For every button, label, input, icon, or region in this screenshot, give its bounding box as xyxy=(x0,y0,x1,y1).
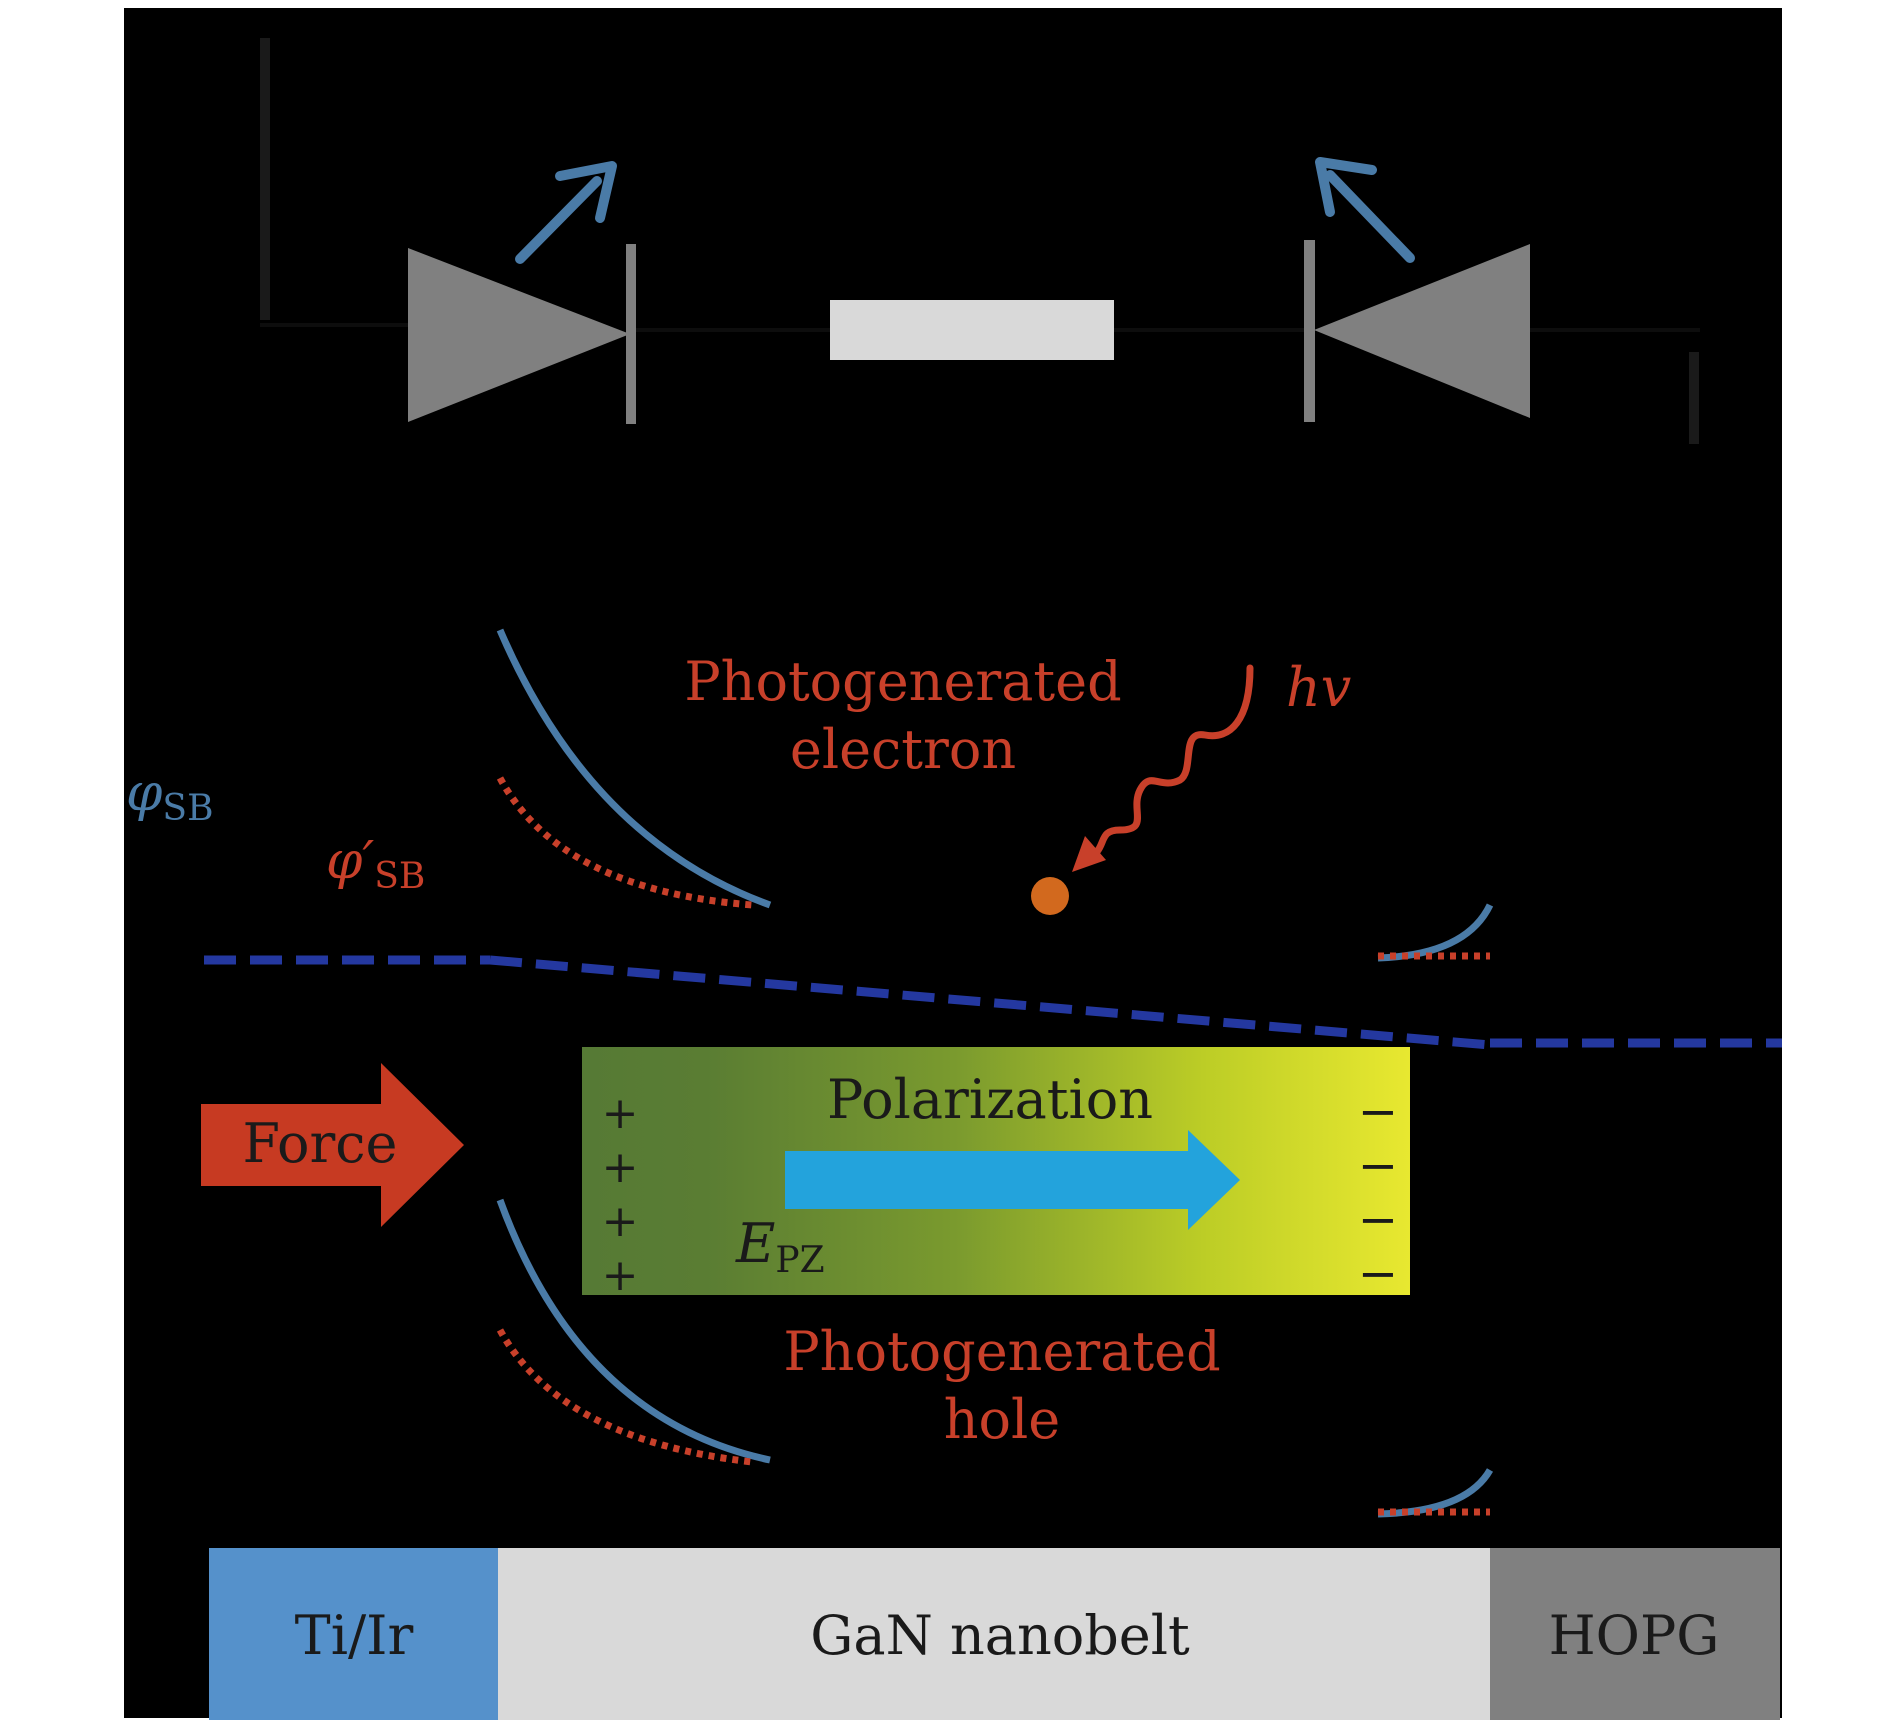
plus-sign-1: + xyxy=(602,1088,639,1139)
hopg-bar xyxy=(1490,1548,1780,1720)
plus-sign-2: + xyxy=(602,1142,639,1193)
right-terminal-bar xyxy=(1689,352,1699,444)
photogenerated-electron-line1: Photogenerated xyxy=(684,650,1121,713)
minus-sign-2: − xyxy=(1358,1138,1398,1194)
ti-ir-label: Ti/Ir xyxy=(295,1604,414,1667)
electron-dot xyxy=(1031,877,1069,915)
force-arrow xyxy=(201,1063,464,1227)
ti-ir-bar xyxy=(209,1548,498,1720)
photon-wavy-arrow xyxy=(1081,664,1254,864)
right-conduction-band-blue xyxy=(1377,903,1494,962)
hopg-label: HOPG xyxy=(1549,1604,1720,1667)
epz-label: EPZ xyxy=(735,1212,825,1281)
right-diode-bar xyxy=(1304,240,1315,422)
polarization-label: Polarization xyxy=(827,1068,1153,1131)
nanobelt-resistor xyxy=(830,300,1114,360)
fermi-level xyxy=(204,955,1782,1050)
force-label: Force xyxy=(242,1112,397,1175)
right-valence-band-blue xyxy=(1377,1468,1494,1518)
left-diode-triangle xyxy=(408,248,630,422)
photogenerated-hole-line2: hole xyxy=(944,1388,1061,1451)
photogenerated-hole-line1: Photogenerated xyxy=(783,1320,1220,1383)
conduction-band xyxy=(496,628,1494,962)
conduction-band-blue-curve xyxy=(496,628,772,909)
photon-arrowhead xyxy=(1072,836,1106,872)
right-emission-arrow xyxy=(1315,157,1415,263)
phi-sb-label: φSB xyxy=(126,763,214,829)
fermi-level-sloped xyxy=(489,955,1491,1050)
gan-nanobelt-bar xyxy=(498,1548,1490,1720)
right-diode-triangle xyxy=(1314,244,1530,418)
photogenerated-electron-line2: electron xyxy=(790,718,1016,781)
phi-sb-prime-subscript: SB xyxy=(374,856,425,897)
minus-sign-4: − xyxy=(1358,1246,1398,1302)
left-terminal-bar xyxy=(260,38,270,320)
minus-sign-3: − xyxy=(1358,1192,1398,1248)
plus-sign-3: + xyxy=(602,1196,639,1247)
valence-band xyxy=(496,1198,1494,1518)
polarization-arrow xyxy=(785,1130,1240,1230)
minus-sign-1: − xyxy=(1358,1084,1398,1140)
epz-subscript: PZ xyxy=(775,1240,824,1281)
gan-nanobelt-label: GaN nanobelt xyxy=(810,1604,1190,1667)
left-emission-arrow xyxy=(515,161,617,264)
valence-band-blue-curve xyxy=(496,1198,771,1464)
equivalent-circuit xyxy=(260,38,1700,444)
left-diode-bar xyxy=(626,244,636,424)
plus-sign-4: + xyxy=(602,1250,639,1301)
phi-sb-prime-label: φ′SB xyxy=(326,831,425,897)
phi-sb-subscript: SB xyxy=(162,788,213,829)
photon-label: hv xyxy=(1286,656,1351,719)
